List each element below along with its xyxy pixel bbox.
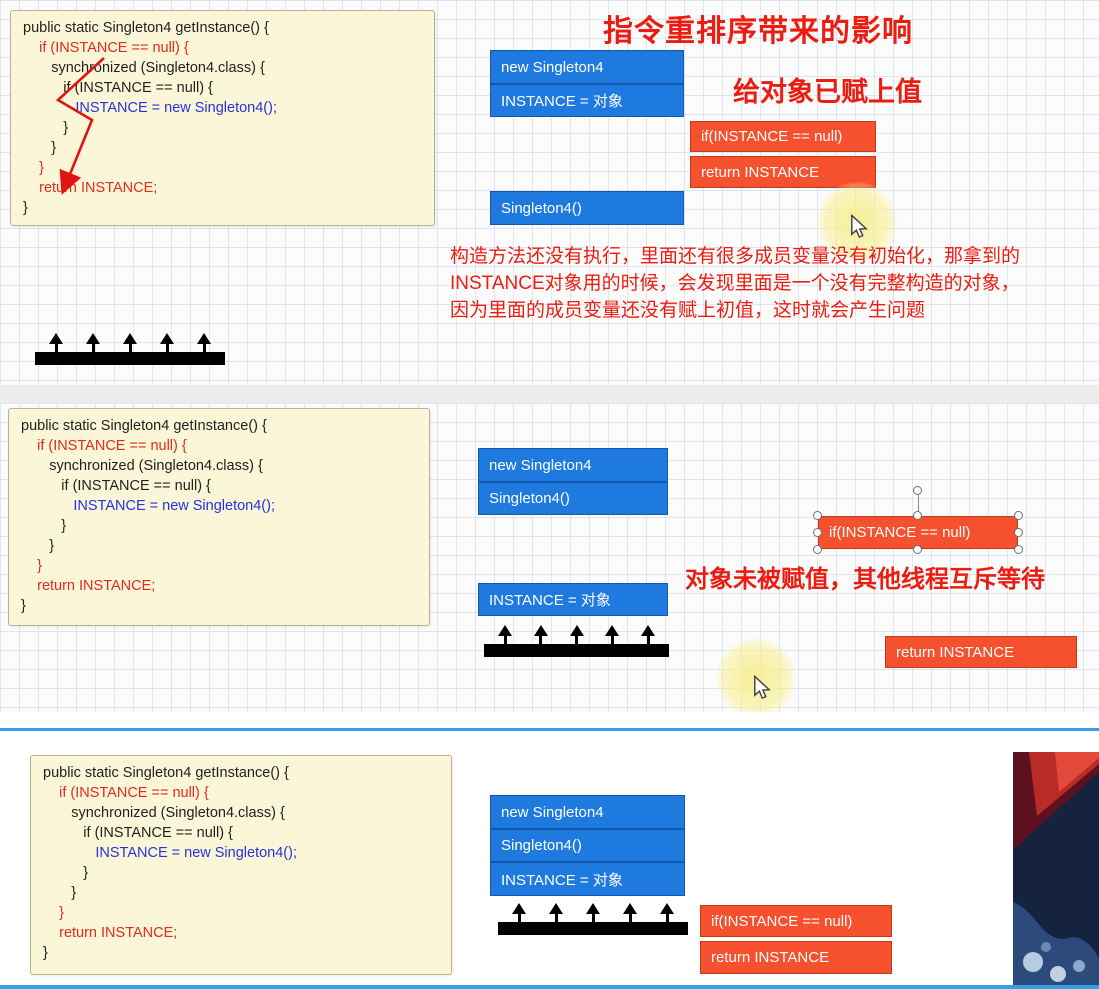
code-line: } <box>21 538 55 554</box>
code-line: return INSTANCE; <box>23 180 158 196</box>
section-mutex-wait: public static Singleton4 getInstance() {… <box>0 403 1099 718</box>
mouse-cursor <box>851 214 868 239</box>
resize-handle-n[interactable] <box>913 511 922 520</box>
thread-arrow-icon <box>86 333 100 352</box>
resize-handle-nw[interactable] <box>813 511 822 520</box>
code-line: } <box>21 518 67 534</box>
code-line: synchronized (Singleton4.class) { <box>43 805 285 821</box>
code-line: if (INSTANCE == null) { <box>23 40 189 56</box>
flow-box-constructor[interactable]: Singleton4() <box>478 482 668 515</box>
flow-box-check-null[interactable]: if(INSTANCE == null) <box>700 905 892 937</box>
code-block-getinstance: public static Singleton4 getInstance() {… <box>8 408 430 626</box>
code-line: synchronized (Singleton4.class) { <box>23 60 265 76</box>
code-line: } <box>43 865 89 881</box>
code-line: } <box>23 140 57 156</box>
code-line: if (INSTANCE == null) { <box>21 438 187 454</box>
flow-box-new-singleton4[interactable]: new Singleton4 <box>478 448 668 482</box>
resize-handle-ne[interactable] <box>1014 511 1023 520</box>
resize-handle-sw[interactable] <box>813 545 822 554</box>
resize-handle-s[interactable] <box>913 545 922 554</box>
code-line: INSTANCE = new Singleton4(); <box>43 845 297 861</box>
flow-box-assign-instance[interactable]: INSTANCE = 对象 <box>490 84 684 117</box>
flow-box-assign-instance[interactable]: INSTANCE = 对象 <box>490 862 685 896</box>
thread-arrow-icon <box>586 903 600 922</box>
code-line: } <box>43 905 64 921</box>
code-line: if (INSTANCE == null) { <box>43 825 233 841</box>
thread-arrows <box>498 903 688 922</box>
section-final-order: public static Singleton4 getInstance() {… <box>0 731 1099 985</box>
slide-border-top <box>0 728 1099 731</box>
section-reordered-effect: public static Singleton4 getInstance() {… <box>0 0 1099 385</box>
code-line: } <box>23 120 69 136</box>
resize-handle-se[interactable] <box>1014 545 1023 554</box>
annotation-issue: 构造方法还没有执行，里面还有很多成员变量没有初始化，那拿到的 INSTANCE对… <box>450 243 1075 324</box>
code-line: } <box>23 200 28 216</box>
code-line: if (INSTANCE == null) { <box>21 478 211 494</box>
flow-box-new-singleton4[interactable]: new Singleton4 <box>490 50 684 84</box>
flow-box-constructor[interactable]: Singleton4() <box>490 191 684 225</box>
thread-arrow-icon <box>605 625 620 644</box>
waiting-threads <box>484 625 669 657</box>
code-line: INSTANCE = new Singleton4(); <box>21 498 275 514</box>
code-line: return INSTANCE; <box>43 925 178 941</box>
resize-handle-e[interactable] <box>1014 527 1023 537</box>
thread-barrier-bar <box>498 922 688 935</box>
waiting-threads <box>498 903 688 935</box>
section-divider <box>0 385 1099 403</box>
thread-arrow-icon <box>160 333 174 352</box>
thread-barrier-bar <box>35 352 225 365</box>
section-divider <box>0 712 1099 728</box>
code-line: if (INSTANCE == null) { <box>23 80 213 96</box>
flow-box-check-null[interactable]: if(INSTANCE == null) <box>690 121 876 152</box>
rotate-handle[interactable] <box>913 486 922 495</box>
thread-arrows <box>484 625 669 644</box>
code-line: } <box>23 160 44 176</box>
flow-box-new-singleton4[interactable]: new Singleton4 <box>490 795 685 829</box>
thread-arrow-icon <box>569 625 584 644</box>
annotation-issue-line3: 因为里面的成员变量还没有赋上初值，这时就会产生问题 <box>450 300 926 321</box>
code-line: synchronized (Singleton4.class) { <box>21 458 263 474</box>
code-line: public static Singleton4 getInstance() { <box>21 418 267 434</box>
thread-arrow-icon <box>123 333 137 352</box>
flow-box-return-instance[interactable]: return INSTANCE <box>885 636 1077 668</box>
rotate-handle-line <box>918 495 919 512</box>
code-line: } <box>43 945 48 961</box>
annotation-value-assigned: 给对象已赋上值 <box>733 77 922 107</box>
code-block-getinstance: public static Singleton4 getInstance() {… <box>30 755 452 975</box>
page-title: 指令重排序带来的影响 <box>603 15 913 48</box>
code-line: return INSTANCE; <box>21 578 156 594</box>
resize-handle-w[interactable] <box>813 527 822 537</box>
code-line: if (INSTANCE == null) { <box>43 785 209 801</box>
thread-arrow-icon <box>49 333 63 352</box>
thread-arrow-icon <box>512 903 526 922</box>
thread-arrow-icon <box>533 625 548 644</box>
code-block-getinstance: public static Singleton4 getInstance() {… <box>10 10 435 226</box>
annotation-issue-line1: 构造方法还没有执行，里面还有很多成员变量没有初始化，那拿到的 <box>450 246 1021 267</box>
thread-arrows <box>35 333 225 352</box>
flow-box-return-instance[interactable]: return INSTANCE <box>700 941 892 974</box>
thread-arrow-icon <box>641 625 655 644</box>
flow-box-assign-instance[interactable]: INSTANCE = 对象 <box>478 583 668 616</box>
mouse-cursor <box>754 675 771 700</box>
code-line: public static Singleton4 getInstance() { <box>23 20 269 36</box>
code-line: } <box>43 885 77 901</box>
annotation-mutex-wait: 对象未被赋值，其他线程互斥等待 <box>685 566 1045 593</box>
code-line: } <box>21 598 26 614</box>
code-line: public static Singleton4 getInstance() { <box>43 765 289 781</box>
thread-arrow-icon <box>498 625 512 644</box>
flow-box-constructor[interactable]: Singleton4() <box>490 829 685 862</box>
slide-border-bottom <box>0 985 1099 989</box>
waiting-threads <box>35 333 225 365</box>
artwork-image <box>1013 752 1099 985</box>
code-line: } <box>21 558 42 574</box>
thread-arrow-icon <box>549 903 563 922</box>
annotation-issue-line2: INSTANCE对象用的时候，会发现里面是一个没有完整构造的对象， <box>450 273 1020 294</box>
thread-arrow-icon <box>197 333 211 352</box>
selected-shape-wrapper: if(INSTANCE == null) <box>813 486 1023 554</box>
thread-arrow-icon <box>660 903 674 922</box>
thread-arrow-icon <box>623 903 637 922</box>
thread-barrier-bar <box>484 644 669 657</box>
code-line: INSTANCE = new Singleton4(); <box>23 100 277 116</box>
